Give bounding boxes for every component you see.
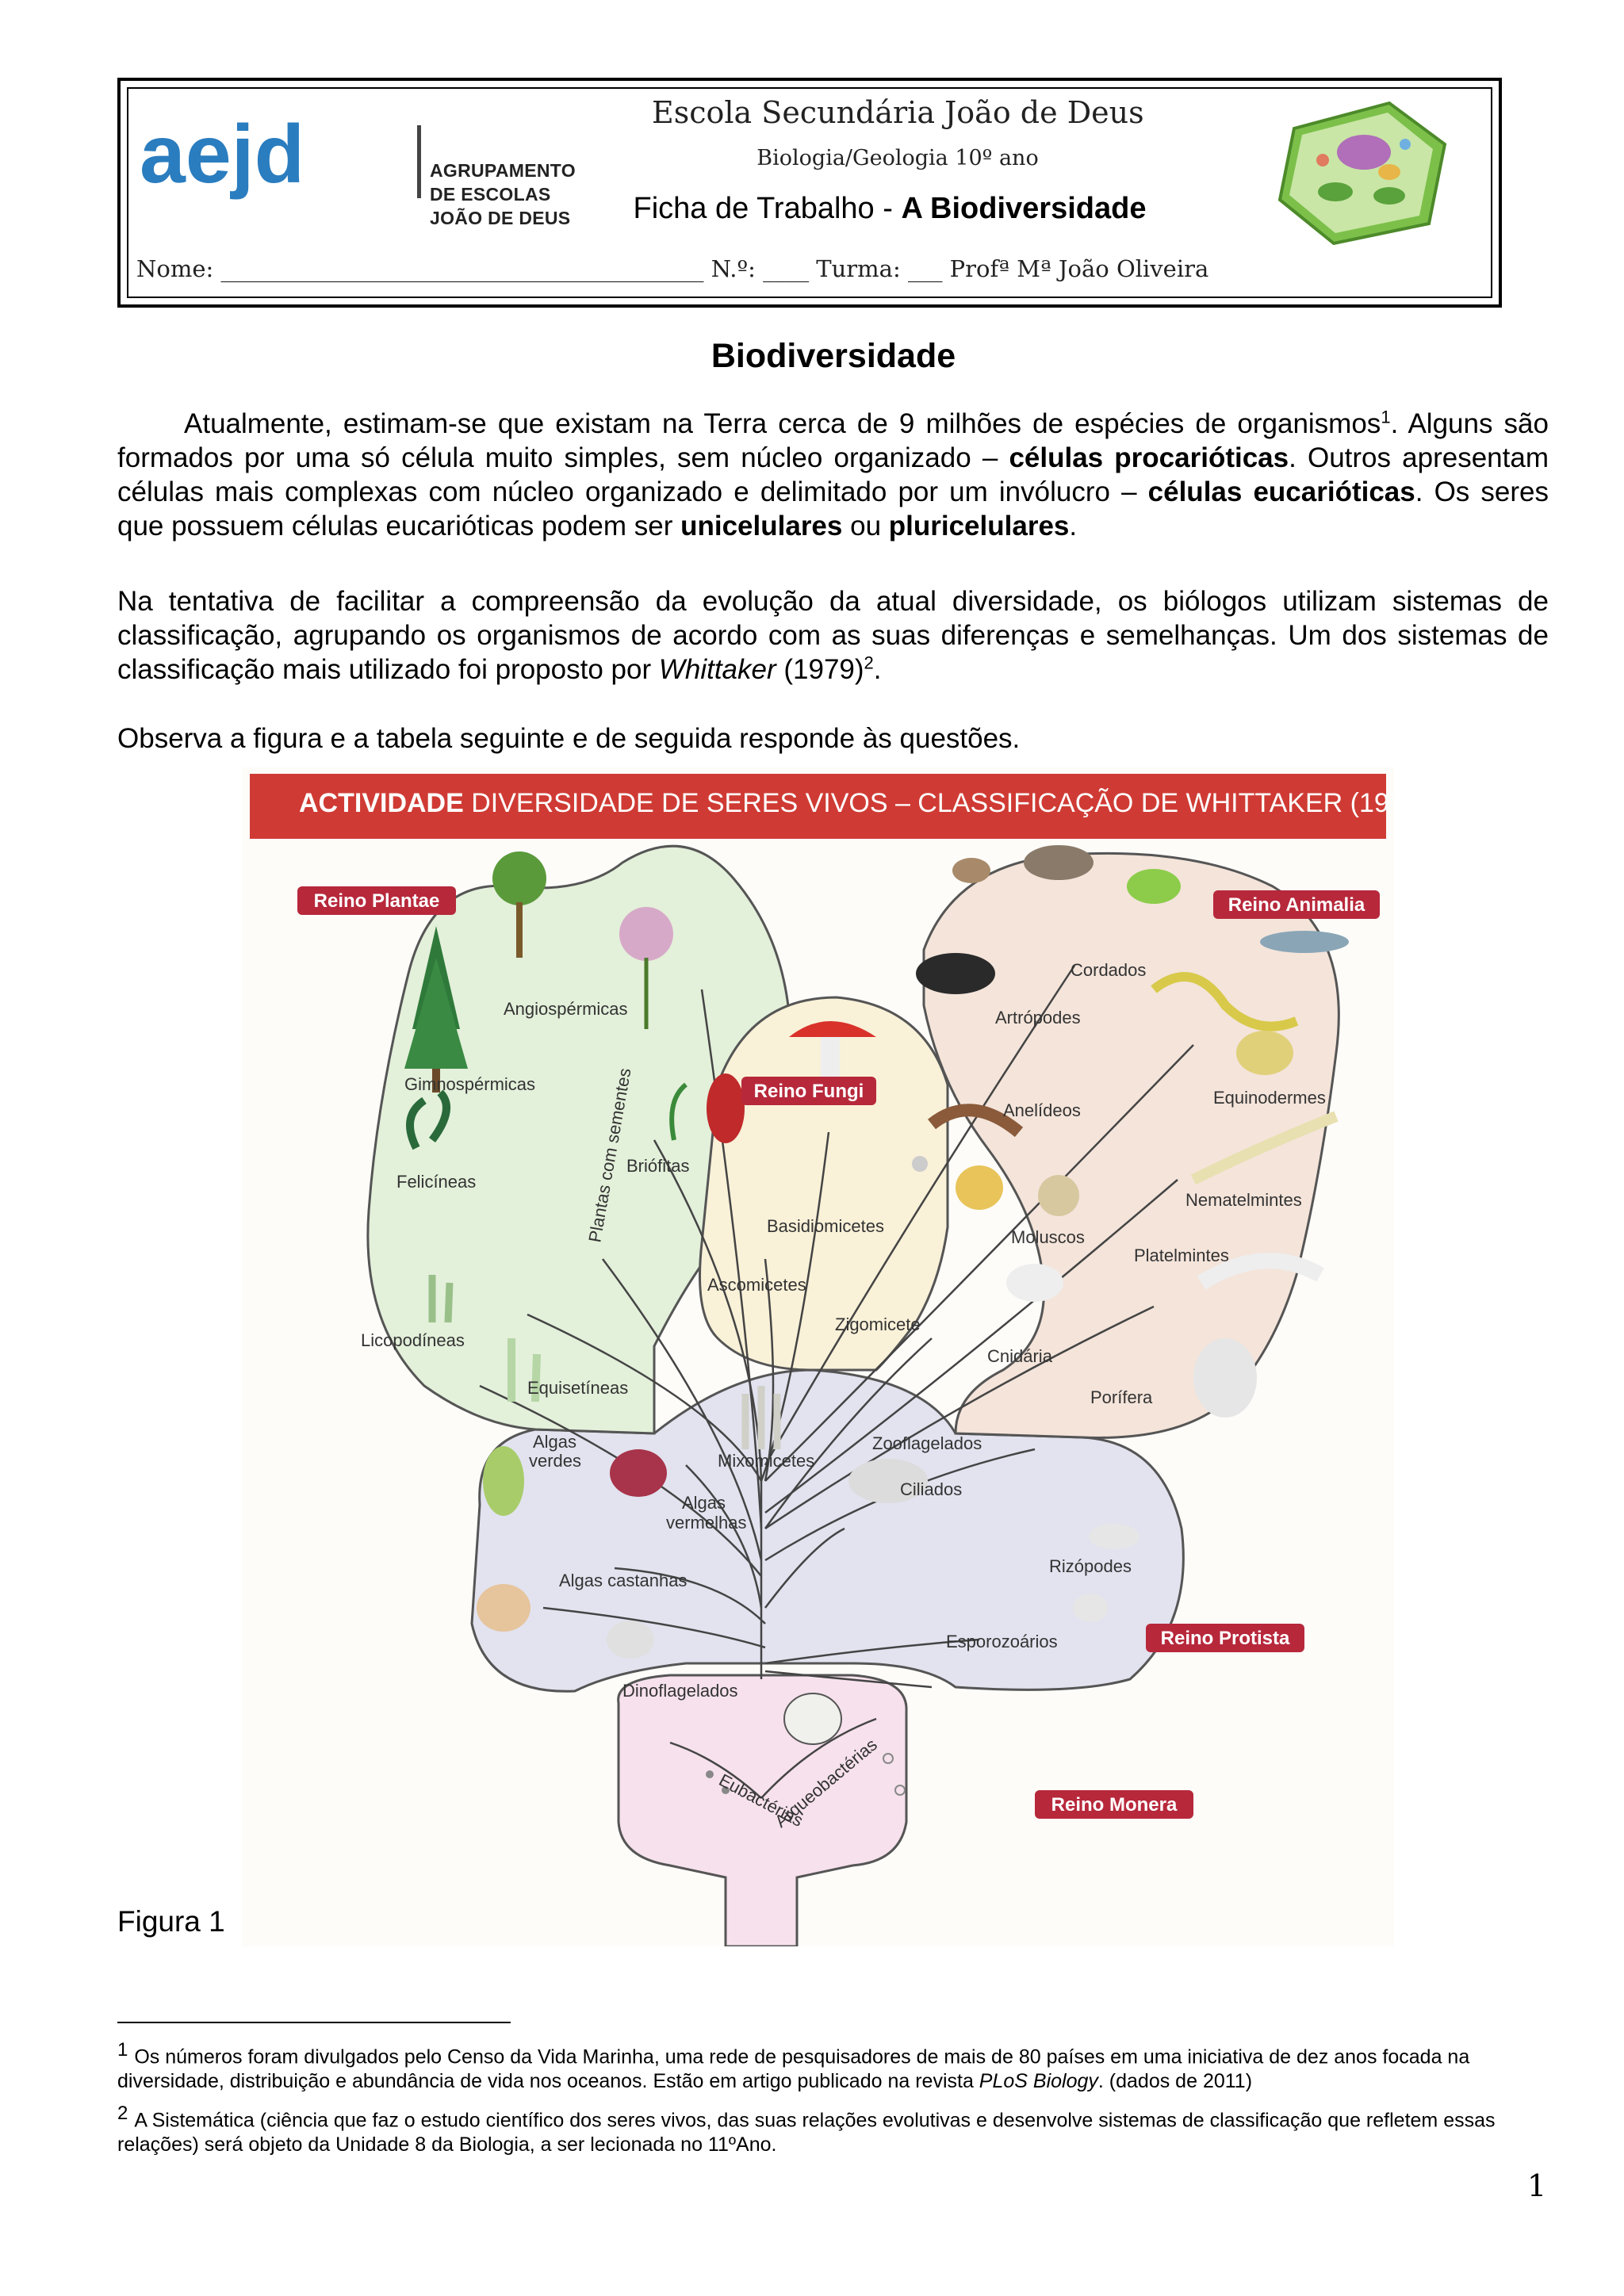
logo-line-2: JOÃO DE DEUS: [430, 206, 579, 230]
header-inner-frame: aejd AGRUPAMENTO DE ESCOLAS JOÃO DE DEUS…: [127, 87, 1492, 298]
label-algas-vermelhas-1: Algas: [682, 1493, 726, 1513]
term-prokaryotic: células procarióticas: [1009, 442, 1289, 473]
p2-text-2: (1979): [776, 654, 864, 685]
label-equinodermes: Equinodermes: [1213, 1088, 1326, 1108]
tag-reino-plantae: Reino Plantae: [314, 890, 440, 912]
whittaker-classification-figure: ACTIVIDADE DIVERSIDADE DE SERES VIVOS – …: [242, 767, 1394, 1946]
paragraph-intro: Atualmente, estimam-se que existam na Te…: [117, 407, 1549, 543]
term-eukaryotic: células eucarióticas: [1148, 476, 1415, 507]
tree-of-life-diagram: Reino Plantae Reino Animalia Reino Fungi…: [242, 767, 1394, 1946]
p1-text-5: ou: [842, 511, 888, 541]
label-felicineas: Felicíneas: [396, 1172, 476, 1192]
school-name: Escola Secundária João de Deus: [652, 95, 1143, 130]
label-esporozoarios: Esporozoários: [946, 1632, 1058, 1651]
label-algas-castanhas: Algas castanhas: [559, 1571, 687, 1590]
label-zigomicete: Zigomicete: [835, 1314, 921, 1334]
whittaker-name: Whittaker: [659, 654, 776, 685]
logo-organization-name: AGRUPAMENTO DE ESCOLAS JOÃO DE DEUS: [430, 159, 579, 230]
worksheet-prefix: Ficha de Trabalho -: [634, 192, 902, 225]
term-multicellular: pluricelulares: [889, 511, 1070, 541]
label-platelmintes: Platelmintes: [1134, 1246, 1229, 1265]
footnote-1-tail: . (dados de 2011): [1098, 2070, 1252, 2092]
logo-line-1: AGRUPAMENTO DE ESCOLAS: [430, 159, 579, 206]
page-number: 1: [1527, 2168, 1546, 2203]
label-anelideos: Anelídeos: [1003, 1100, 1081, 1120]
label-algas-verdes-2: verdes: [529, 1451, 581, 1471]
footnote-ref-2: 2: [864, 652, 874, 672]
p1-text-6: .: [1069, 511, 1077, 541]
subject-line: Biologia/Geologia 10º ano: [652, 146, 1143, 170]
label-rizopodes: Rizópodes: [1049, 1556, 1132, 1576]
footnote-1-text: Os números foram divulgados pelo Censo d…: [117, 2045, 1469, 2092]
label-basidiomicetes: Basidiomicetes: [767, 1216, 884, 1236]
p2-text-3: .: [874, 654, 882, 685]
paragraph-instruction: Observa a figura e a tabela seguinte e d…: [117, 721, 1549, 756]
worksheet-header: aejd AGRUPAMENTO DE ESCOLAS JOÃO DE DEUS…: [117, 78, 1502, 308]
label-zooflagelados: Zooflagelados: [872, 1433, 982, 1453]
footnote-2-number: 2: [117, 2103, 128, 2124]
label-moluscos: Moluscos: [1011, 1227, 1085, 1247]
label-ciliados: Ciliados: [900, 1479, 962, 1499]
label-gimnospermicas: Gimnospérmicas: [404, 1074, 535, 1094]
term-unicellular: unicelulares: [680, 511, 842, 541]
label-equisetineas: Equisetíneas: [527, 1378, 628, 1398]
footnote-1-number: 1: [117, 2039, 128, 2061]
worksheet-title: Ficha de Trabalho - A Biodiversidade: [596, 192, 1183, 226]
label-mixomicetes: Mixomicetes: [718, 1451, 814, 1471]
school-logo: aejd AGRUPAMENTO DE ESCOLAS JOÃO DE DEUS: [135, 113, 579, 216]
logo-mark-text: aejd: [140, 113, 304, 201]
p1-text-1: Atualmente, estimam-se que existam na Te…: [184, 408, 1381, 439]
label-algas-vermelhas-2: vermelhas: [666, 1513, 746, 1533]
tag-reino-monera: Reino Monera: [1051, 1794, 1178, 1816]
label-cnidaria: Cnidária: [987, 1346, 1053, 1366]
label-briofitas: Briófitas: [626, 1156, 689, 1176]
label-angiospermicas: Angiospérmicas: [504, 999, 628, 1019]
tag-reino-animalia: Reino Animalia: [1228, 894, 1365, 916]
footnote-2-text: A Sistemática (ciência que faz o estudo …: [117, 2109, 1496, 2156]
figure-caption: Figura 1: [117, 1905, 225, 1938]
student-info-line: Nome: __________________________________…: [136, 255, 1208, 282]
plant-cell-illustration: [1270, 97, 1453, 247]
label-licopodineas: Licopodíneas: [361, 1330, 465, 1350]
footnote-ref-1: 1: [1381, 407, 1390, 427]
footnote-1-journal: PLoS Biology: [979, 2070, 1098, 2092]
footnote-separator: [117, 2022, 511, 2023]
worksheet-name: A Biodiversidade: [901, 192, 1146, 225]
aejd-logo-mark: aejd: [135, 113, 428, 208]
label-ascomicetes: Ascomicetes: [707, 1275, 806, 1295]
label-porifera: Porífera: [1090, 1387, 1153, 1407]
label-cordados: Cordados: [1071, 960, 1146, 980]
label-algas-verdes-1: Algas: [533, 1432, 576, 1452]
page-title: Biodiversidade: [0, 337, 1624, 376]
tag-reino-fungi: Reino Fungi: [754, 1081, 864, 1102]
paragraph-classification: Na tentativa de facilitar a compreensão …: [117, 584, 1549, 687]
label-nematelmintes: Nematelmintes: [1185, 1190, 1302, 1210]
label-dinoflagelados: Dinoflagelados: [622, 1681, 738, 1701]
tag-reino-protista: Reino Protista: [1161, 1628, 1290, 1649]
label-artropodes: Artrópodes: [995, 1008, 1081, 1027]
